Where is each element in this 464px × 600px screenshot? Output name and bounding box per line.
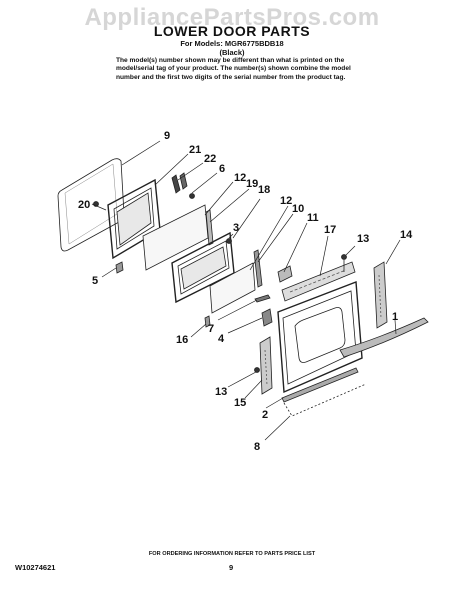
part-11-bracket — [277, 265, 293, 283]
callout-20: 20 — [78, 199, 90, 211]
part-17-trim — [281, 261, 356, 302]
callout-5: 5 — [92, 275, 98, 287]
part-3-screw — [226, 238, 232, 244]
page-title: LOWER DOOR PARTS — [153, 23, 311, 39]
callout-15: 15 — [234, 397, 246, 409]
callout-2: 2 — [262, 409, 268, 421]
callout-16: 16 — [176, 334, 188, 346]
callout-6: 6 — [219, 163, 225, 175]
part-22-clip — [171, 174, 181, 194]
part-12b-glass — [209, 262, 256, 314]
model-variant: (Black) — [219, 48, 245, 57]
callout-21: 21 — [189, 144, 201, 156]
part-13-screw — [341, 254, 347, 260]
callout-4: 4 — [218, 333, 225, 345]
callout-12b: 12 — [280, 195, 292, 207]
callout-13: 13 — [357, 233, 369, 245]
part-7-screw — [254, 294, 271, 303]
callout-3: 3 — [233, 222, 239, 234]
model-note: The model(s) number shown may be differe… — [116, 57, 351, 81]
callout-22: 22 — [204, 153, 216, 165]
callout-11: 11 — [307, 212, 319, 224]
part-19-spacer — [205, 209, 214, 246]
ordering-note: FOR ORDERING INFORMATION REFER TO PARTS … — [148, 551, 316, 557]
document-number: W10274621 — [15, 563, 56, 572]
callout-18: 18 — [258, 184, 270, 196]
callout-14: 14 — [400, 229, 413, 241]
model-number: For Models: MGR6775BDB18 — [180, 39, 284, 48]
callout-1: 1 — [392, 311, 398, 323]
watermark: AppliancePartsPros.com — [84, 4, 380, 31]
page-number: 9 — [229, 563, 234, 572]
callout-10: 10 — [292, 203, 304, 215]
callout-7: 7 — [208, 323, 214, 335]
part-10-strip — [253, 249, 263, 288]
callout-13b: 13 — [215, 386, 227, 398]
callout-9: 9 — [164, 130, 170, 142]
part-6-screw — [189, 193, 195, 199]
callout-17: 17 — [324, 224, 336, 236]
part-9-outer-glass — [57, 158, 125, 252]
door-panel — [277, 281, 363, 394]
part-5-clip — [115, 261, 124, 274]
part-15-side-trim — [259, 336, 273, 395]
callout-8: 8 — [254, 441, 260, 453]
part-13b-screw — [254, 367, 260, 373]
callout-12: 12 — [234, 172, 246, 184]
part-2-bottom-trim — [281, 367, 359, 403]
part-4-bracket — [261, 308, 273, 327]
callout-19: 19 — [246, 178, 258, 190]
part-1-handle — [339, 317, 429, 358]
part-14-side-trim — [373, 261, 388, 329]
